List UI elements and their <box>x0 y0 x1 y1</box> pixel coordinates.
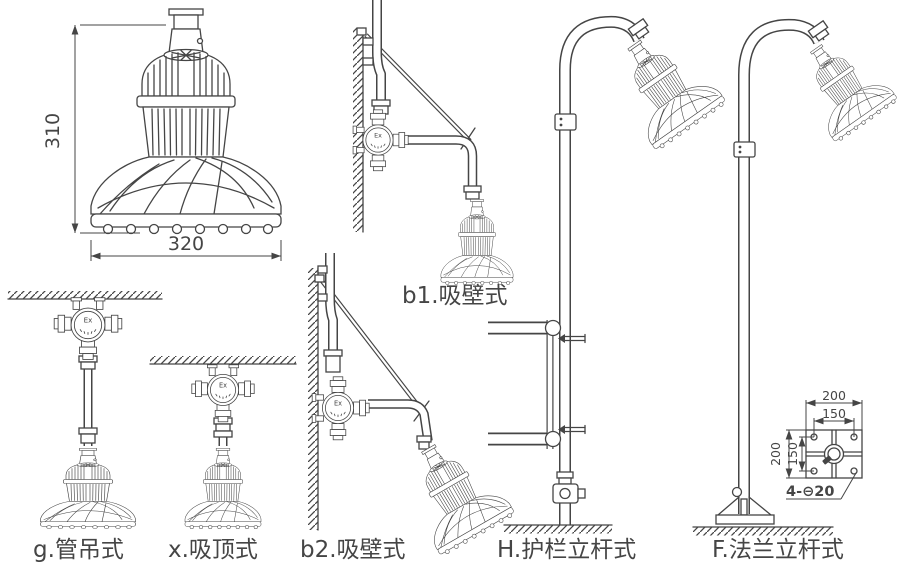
conduit-pipe <box>317 253 343 373</box>
lamp-pole <box>559 15 645 525</box>
bracket-arm <box>368 399 433 450</box>
flange-dim-left-200: 200 <box>768 429 806 479</box>
flange-holes-label: 4-⊖20 <box>786 484 834 500</box>
pole-coupler <box>733 141 756 158</box>
lamp-x <box>184 448 262 529</box>
ground-hatch <box>503 524 613 534</box>
flange-outer-height-label: 200 <box>768 442 783 466</box>
figure-g-pendant: g.管吊式 <box>7 291 163 563</box>
bracket-arm <box>406 135 482 200</box>
figure-x-ceiling: x.吸顶式 <box>149 356 297 563</box>
ground-hatch <box>692 526 834 536</box>
flange-base <box>715 486 775 525</box>
figure-b2-wall-mount: b2.吸壁式 <box>300 253 517 563</box>
brace-rod <box>314 274 430 422</box>
lamp-connector <box>807 19 830 42</box>
flange-detail: 200 150 200 150 4-⊖20 <box>768 388 863 500</box>
figure-front-view: 310 320 <box>42 8 282 261</box>
label-g: g.管吊式 <box>33 537 124 563</box>
width-dimension-label: 320 <box>168 233 204 255</box>
flange-dim-top-150: 150 <box>813 406 855 437</box>
label-h: H.护栏立杆式 <box>497 537 636 563</box>
flange-hole-pitch-height-label: 150 <box>785 442 800 466</box>
junction-box-b2 <box>311 376 370 441</box>
lamp-g <box>40 448 136 530</box>
flange-outer-width-label: 200 <box>822 388 846 403</box>
label-f: F.法兰立杆式 <box>712 537 844 563</box>
pole-junction-box <box>552 471 586 504</box>
width-dimension: 320 <box>90 233 282 261</box>
flange-dim-top-200: 200 <box>805 388 863 430</box>
flange-dim-left-150: 150 <box>785 436 814 472</box>
junction-box-x <box>191 364 255 423</box>
lamp-h <box>598 19 728 153</box>
junction-box-g <box>53 297 123 360</box>
height-dimension: 310 <box>42 24 166 234</box>
rail-end-cap <box>544 430 562 448</box>
pole-coupler <box>554 113 577 131</box>
figure-f-flange-pole: F.法兰立杆式 200 150 <box>692 18 899 563</box>
label-b2: b2.吸壁式 <box>300 537 406 563</box>
flange-hole-pitch-width-label: 150 <box>822 406 846 421</box>
lamp-f <box>784 26 899 145</box>
pendant-pipe <box>78 355 98 446</box>
lamp-b1 <box>440 199 514 285</box>
lamp-front-view <box>90 8 282 235</box>
pole-clamp-bolts <box>558 333 586 435</box>
rail-end-cap <box>544 319 562 337</box>
label-x: x.吸顶式 <box>168 537 258 563</box>
ceiling-hatch <box>149 356 297 365</box>
figure-h-guardrail-pole: H.护栏立杆式 <box>488 15 728 563</box>
guardrail <box>488 320 554 449</box>
ceiling-hatch <box>7 291 163 300</box>
figure-b1-wall-mount: b1.吸壁式 <box>352 0 514 309</box>
height-dimension-label: 310 <box>42 113 64 149</box>
ground-bolt <box>822 455 832 465</box>
flange-holes-callout: 4-⊖20 <box>786 472 857 500</box>
lamp-connector <box>627 17 650 40</box>
label-b1: b1.吸壁式 <box>402 283 508 309</box>
